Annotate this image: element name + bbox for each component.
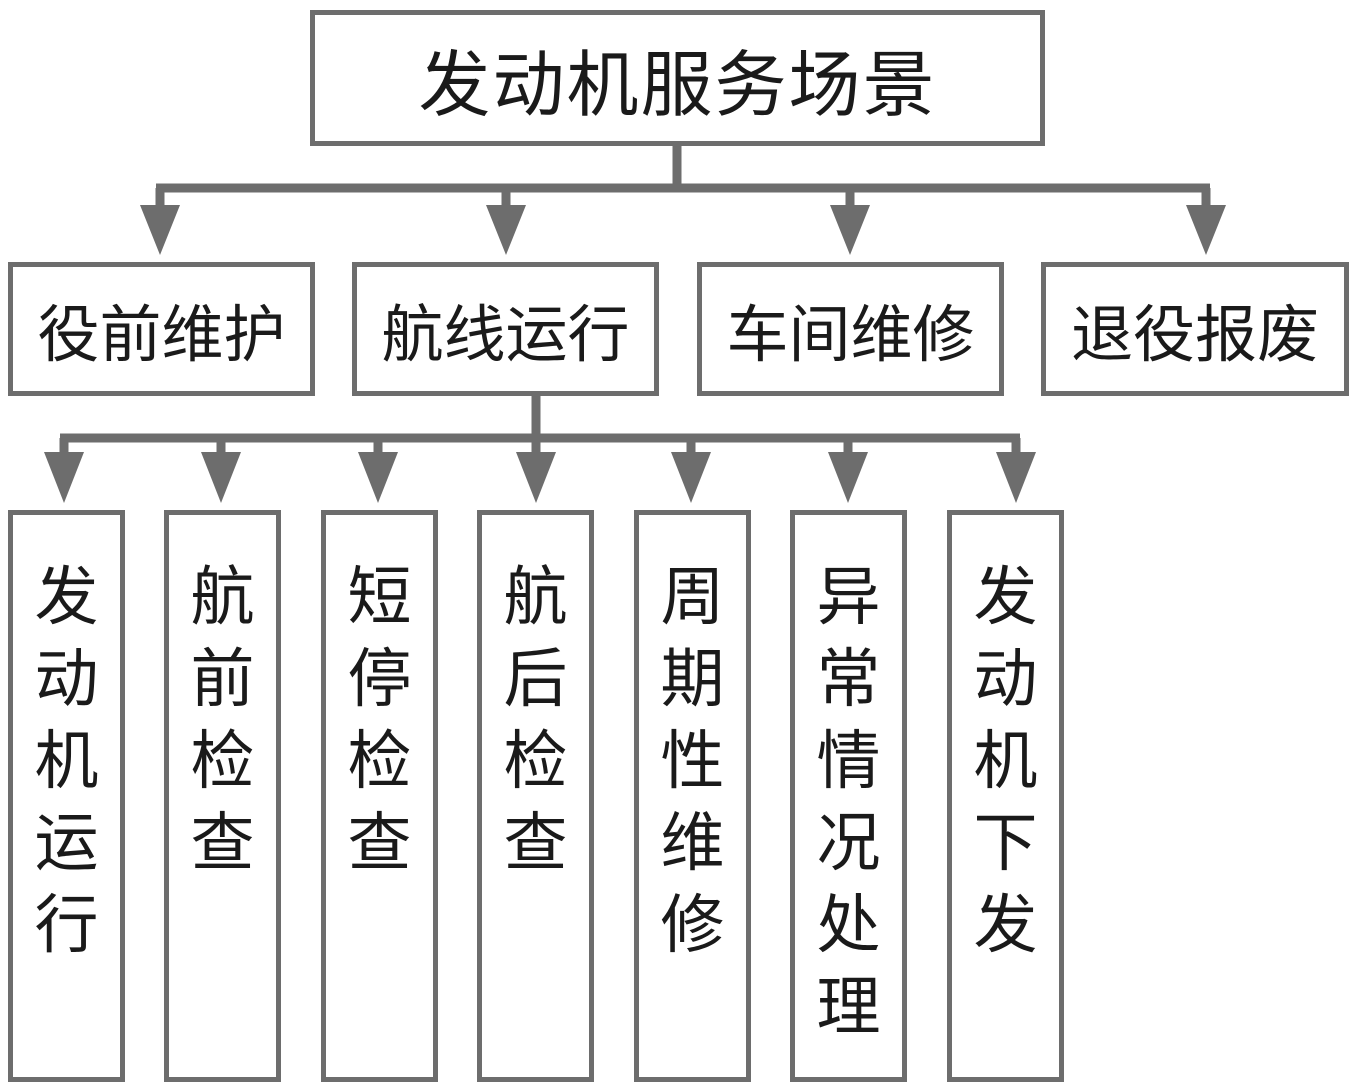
arrowhead-l2-2 [830,205,870,255]
node-label: 退役报废 [1070,298,1319,371]
arrowhead-l3-3 [516,452,556,503]
arrowhead-l3-5 [828,452,868,503]
arrowhead-l3-4 [671,452,711,503]
node-postflight-check: 航后检查 [477,510,594,1082]
node-abnormal-handling: 异常情况处理 [790,510,907,1082]
arrowhead-l2-0 [140,205,180,255]
node-label: 车间维修 [726,298,975,371]
node-label: 发动机下发 [973,561,1038,963]
root-node: 发动机服务场景 [310,10,1045,146]
arrowhead-l3-1 [201,452,241,503]
arrowhead-l3-6 [996,452,1036,503]
node-label: 发动机运行 [34,561,99,963]
node-label: 异常情况处理 [816,561,881,1045]
arrowhead-l2-3 [1186,205,1226,255]
node-label: 周期性维修 [660,561,725,963]
node-engine-operation: 发动机运行 [8,510,125,1082]
node-pre-service-maintenance: 役前维护 [8,262,315,396]
arrowhead-l2-1 [486,205,526,255]
node-shop-maintenance: 车间维修 [697,262,1004,396]
node-label: 航后检查 [503,561,568,881]
node-engine-removal: 发动机下发 [947,510,1064,1082]
root-node-label: 发动机服务场景 [418,42,937,127]
node-transit-check: 短停检查 [321,510,438,1082]
arrowhead-l3-0 [44,452,84,503]
node-periodic-maintenance: 周期性维修 [634,510,751,1082]
node-label: 航线运行 [381,298,630,371]
node-line-operation: 航线运行 [352,262,659,396]
node-retirement-scrapping: 退役报废 [1041,262,1349,396]
arrowhead-l3-2 [358,452,398,503]
node-label: 短停检查 [347,561,412,881]
node-label: 航前检查 [190,561,255,881]
node-preflight-check: 航前检查 [164,510,281,1082]
node-label: 役前维护 [37,298,286,371]
